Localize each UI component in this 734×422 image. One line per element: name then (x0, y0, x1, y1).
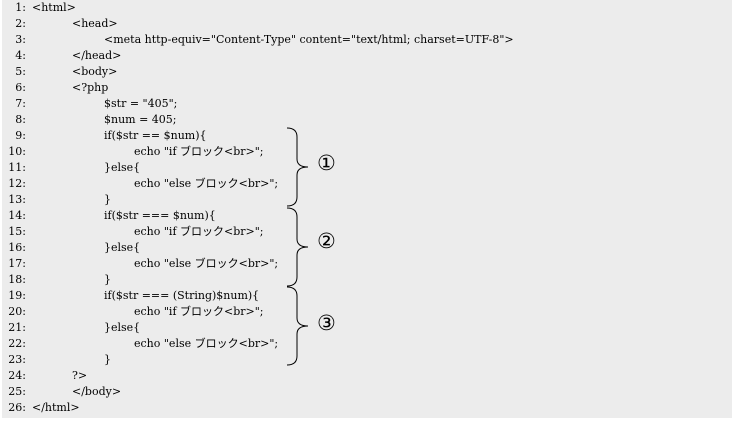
block-marker-1: ① (317, 151, 336, 175)
line-number: 4: (15, 49, 26, 62)
block-marker-3: ③ (317, 311, 336, 335)
code-text: <head> (72, 17, 118, 30)
code-text: } (104, 353, 111, 366)
line-number: 18: (8, 273, 26, 286)
right-brace-icon (286, 127, 309, 207)
right-brace-icon (286, 286, 309, 366)
code-text: $str = "405"; (104, 97, 178, 110)
code-text: echo "if ブロック<br>"; (134, 145, 264, 158)
line-number: 22: (8, 337, 26, 350)
code-text: } (104, 193, 111, 206)
code-text: echo "if ブロック<br>"; (134, 225, 264, 238)
line-number: 2: (15, 17, 26, 30)
code-text: if($str === $num){ (104, 209, 216, 222)
line-number: 6: (15, 81, 26, 94)
line-number: 1: (15, 1, 26, 14)
line-number: 7: (15, 97, 26, 110)
line-number: 11: (8, 161, 26, 174)
code-text: <body> (72, 65, 118, 78)
line-number: 16: (8, 241, 26, 254)
line-number: 24: (8, 369, 26, 382)
line-number: 8: (15, 113, 26, 126)
code-text: echo "else ブロック<br>"; (134, 177, 279, 190)
right-brace-icon (286, 207, 309, 287)
line-number: 13: (8, 193, 26, 206)
code-text: </body> (72, 385, 122, 398)
code-text: echo "else ブロック<br>"; (134, 257, 279, 270)
line-number: 21: (8, 321, 26, 334)
code-text: echo "if ブロック<br>"; (134, 305, 264, 318)
line-number: 25: (8, 385, 26, 398)
code-text: <html> (32, 1, 76, 14)
line-number: 19: (8, 289, 26, 302)
line-number: 20: (8, 305, 26, 318)
code-text: }else{ (104, 321, 141, 334)
line-number: 17: (8, 257, 26, 270)
line-number: 15: (8, 225, 26, 238)
code-text: }else{ (104, 241, 141, 254)
code-text: if($str === (String)$num){ (104, 289, 260, 302)
line-number: 9: (15, 129, 26, 142)
line-number: 3: (15, 33, 26, 46)
block-marker-2: ② (317, 229, 336, 253)
code-text: if($str == $num){ (104, 129, 207, 142)
code-text: <?php (72, 81, 109, 94)
line-number: 23: (8, 353, 26, 366)
code-text: $num = 405; (104, 113, 177, 126)
code-text: } (104, 273, 111, 286)
line-number: 5: (15, 65, 26, 78)
code-text: </head> (72, 49, 122, 62)
code-text: <meta http-equiv="Content-Type" content=… (104, 33, 514, 46)
code-text: }else{ (104, 161, 141, 174)
code-text: echo "else ブロック<br>"; (134, 337, 279, 350)
code-text: ?> (72, 369, 88, 382)
line-number: 14: (8, 209, 26, 222)
code-text: </html> (32, 401, 80, 414)
line-number: 26: (8, 401, 26, 414)
line-number: 12: (8, 177, 26, 190)
line-number: 10: (8, 145, 26, 158)
